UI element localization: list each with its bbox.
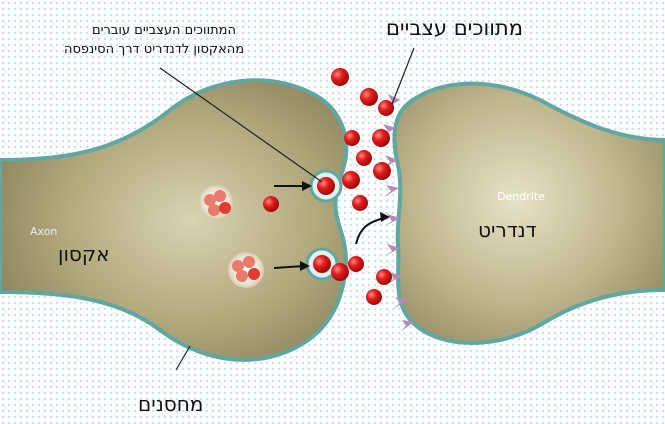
vesicle-cluster-lower	[228, 252, 264, 288]
vesicles-label: מחסנים	[138, 392, 203, 416]
free-vesicle-ball	[263, 196, 279, 212]
axon-hebrew-label: אקסון	[58, 242, 109, 266]
axon-terminal	[0, 80, 346, 360]
crossing-label-line2: מהאקסון לדנדריט דרך הסינפסה	[64, 41, 244, 58]
dendrite-english-label: Dendrite	[497, 190, 545, 203]
dendrite	[394, 84, 665, 343]
dendrite-hebrew-label: דנדריט	[478, 218, 537, 242]
fusing-vesicle-upper	[311, 171, 341, 201]
crossing-label-line1: המתווכים העצביים עוברים	[92, 22, 236, 39]
transmitters-label: מתווכים עצביים	[386, 16, 523, 40]
axon-english-label: Axon	[30, 225, 57, 238]
vesicle-cluster-upper	[199, 185, 233, 219]
